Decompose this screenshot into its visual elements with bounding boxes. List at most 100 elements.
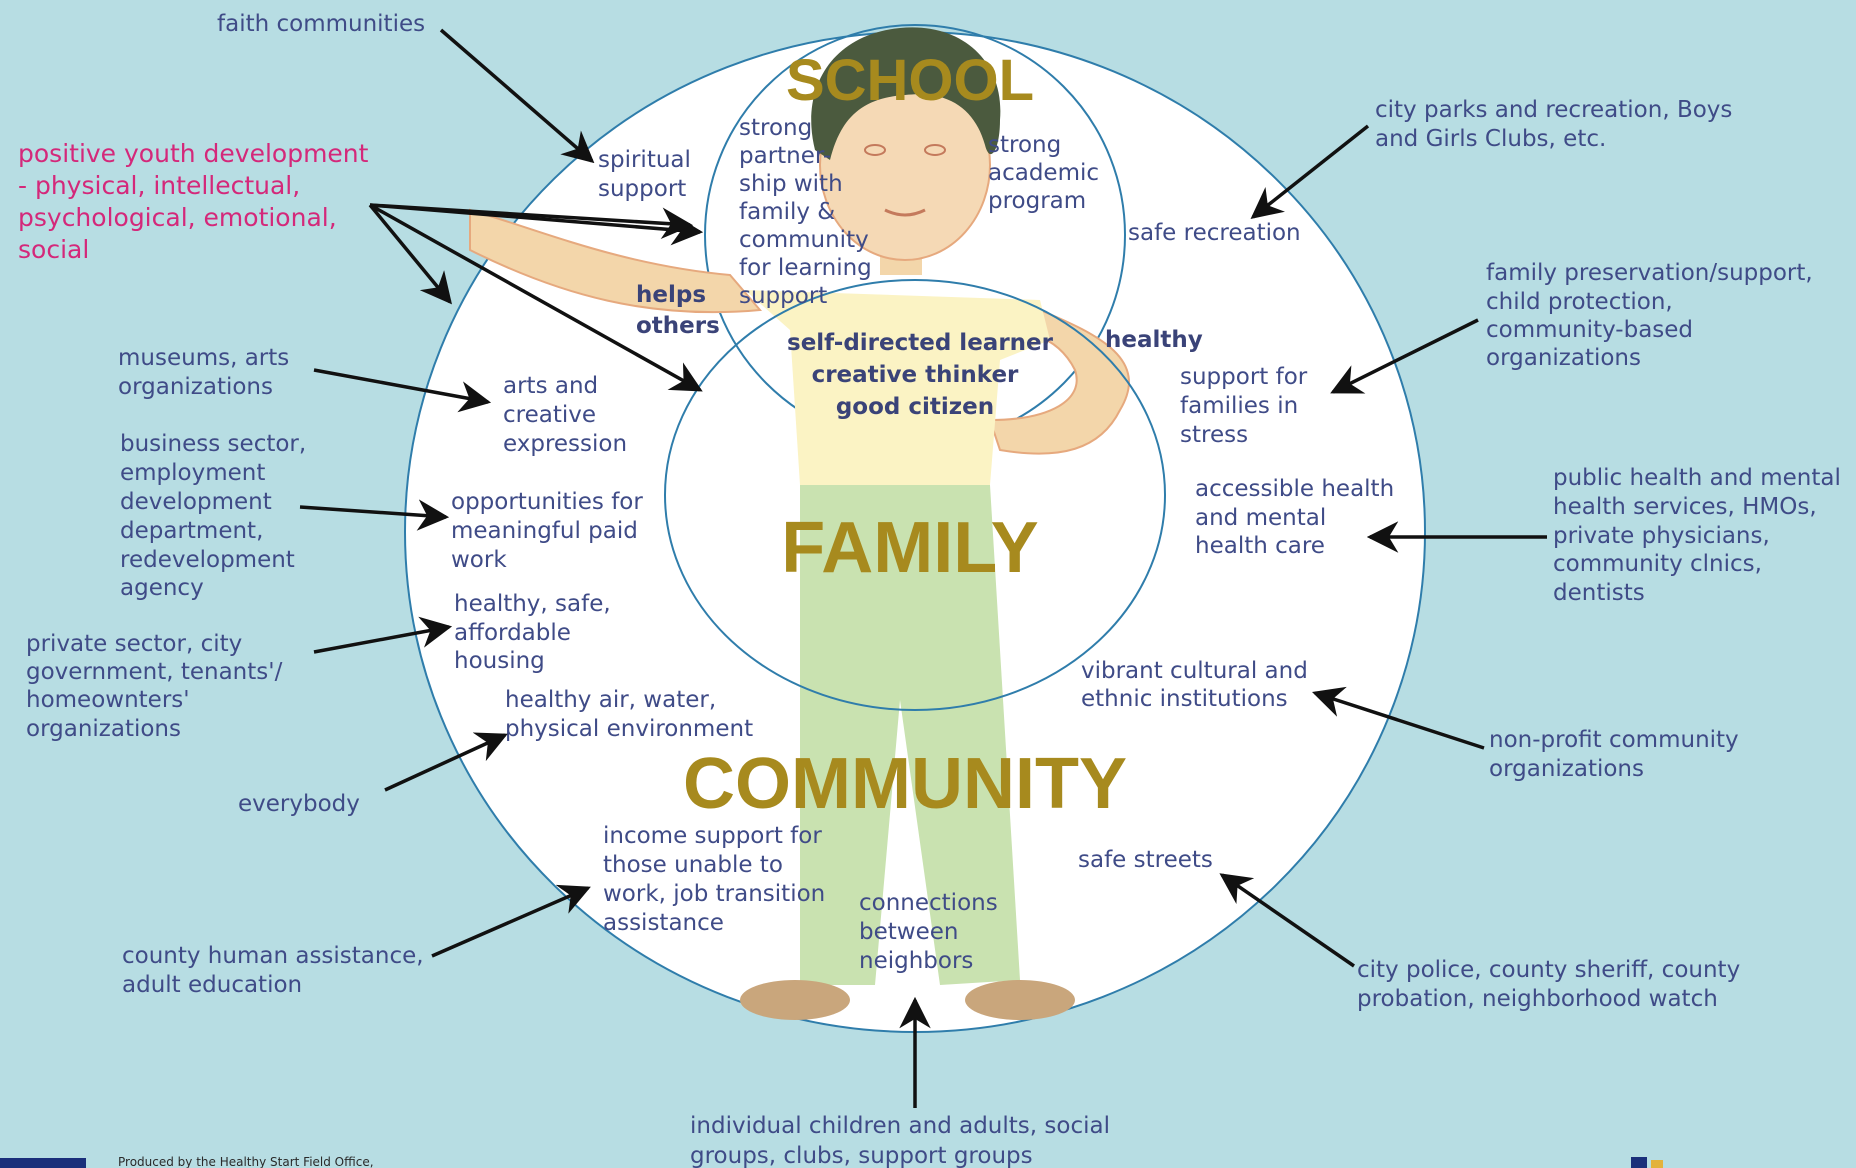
footer-logo-right bbox=[1631, 1157, 1663, 1168]
svg-text:redevelopment: redevelopment bbox=[120, 547, 295, 573]
safe-recreation-label: safe recreation bbox=[1128, 220, 1301, 246]
svg-text:ship with: ship with bbox=[739, 171, 843, 197]
svg-text:vibrant cultural and: vibrant cultural and bbox=[1081, 658, 1308, 684]
arrow-museums bbox=[313, 368, 492, 413]
svg-text:city police, county sheriff, c: city police, county sheriff, county bbox=[1357, 957, 1740, 983]
svg-text:- physical, intellectual,: - physical, intellectual, bbox=[18, 171, 300, 200]
svg-text:income support for: income support for bbox=[603, 823, 822, 849]
footer-logo-left bbox=[0, 1158, 86, 1168]
svg-text:social: social bbox=[18, 235, 89, 264]
svg-text:healthy, safe,: healthy, safe, bbox=[454, 591, 611, 617]
svg-text:connections: connections bbox=[859, 890, 998, 916]
safe-streets-label: safe streets bbox=[1078, 847, 1213, 873]
svg-text:business sector,: business sector, bbox=[120, 431, 306, 457]
footer-produced-by: Produced by the Healthy Start Field Offi… bbox=[118, 1155, 374, 1168]
arrow-family-preservation bbox=[1330, 318, 1479, 394]
svg-text:strong: strong bbox=[988, 132, 1061, 158]
arrow-youth-2 bbox=[368, 203, 453, 305]
svg-text:neighbors: neighbors bbox=[859, 948, 973, 974]
everybody-label: everybody bbox=[238, 791, 360, 817]
trait-others: others bbox=[636, 313, 720, 339]
svg-text:creative: creative bbox=[503, 402, 596, 428]
center-trait-3: good citizen bbox=[836, 394, 994, 420]
svg-text:positive youth development: positive youth development bbox=[18, 139, 369, 168]
arts-expression-label: arts and creative expression bbox=[503, 373, 627, 457]
center-trait-1: self-directed learner bbox=[787, 330, 1054, 356]
support-families-label: support for families in stress bbox=[1180, 364, 1308, 448]
svg-text:opportunities for: opportunities for bbox=[451, 489, 643, 515]
svg-text:physical environment: physical environment bbox=[505, 716, 753, 742]
nonprofit-label: non-profit community organizations bbox=[1489, 727, 1739, 782]
business-sector-label: business sector, employment development … bbox=[120, 431, 306, 601]
svg-text:family preservation/support,: family preservation/support, bbox=[1486, 260, 1813, 286]
family-heading: FAMILY bbox=[781, 508, 1038, 588]
arrow-faith bbox=[439, 28, 595, 164]
svg-text:organizations: organizations bbox=[1486, 345, 1641, 371]
svg-text:museums, arts: museums, arts bbox=[118, 345, 289, 371]
county-assistance-label: county human assistance, adult education bbox=[122, 943, 424, 998]
svg-text:employment: employment bbox=[120, 460, 265, 486]
svg-text:health services, HMOs,: health services, HMOs, bbox=[1553, 494, 1817, 520]
cultural-institutions-label: vibrant cultural and ethnic institutions bbox=[1081, 658, 1308, 712]
public-health-label: public health and mental health services… bbox=[1553, 465, 1841, 606]
svg-text:those unable to: those unable to bbox=[603, 852, 783, 878]
community-heading: COMMUNITY bbox=[683, 744, 1127, 824]
svg-text:non-profit community: non-profit community bbox=[1489, 727, 1739, 753]
income-support-label: income support for those unable to work,… bbox=[603, 823, 825, 936]
youth-development-label: positive youth development - physical, i… bbox=[18, 139, 369, 264]
arrow-private-sector bbox=[313, 616, 453, 654]
svg-text:stress: stress bbox=[1180, 422, 1248, 448]
arrow-parks bbox=[1250, 124, 1370, 219]
svg-text:child protection,: child protection, bbox=[1486, 289, 1673, 315]
svg-text:accessible health: accessible health bbox=[1195, 476, 1394, 502]
svg-text:healthy air, water,: healthy air, water, bbox=[505, 687, 716, 713]
svg-text:county human assistance,: county human assistance, bbox=[122, 943, 424, 969]
neighbor-connections-label: connections between neighbors bbox=[859, 890, 998, 974]
svg-text:families in: families in bbox=[1180, 393, 1298, 419]
arrow-nonprofit bbox=[1312, 686, 1485, 750]
svg-text:partner-: partner- bbox=[739, 143, 831, 169]
svg-text:support: support bbox=[739, 283, 827, 309]
housing-label: healthy, safe, affordable housing bbox=[454, 591, 611, 674]
paid-work-label: opportunities for meaningful paid work bbox=[451, 489, 643, 573]
svg-text:psychological, emotional,: psychological, emotional, bbox=[18, 203, 337, 232]
center-trait-2: creative thinker bbox=[812, 362, 1019, 388]
faith-communities-label: faith communities bbox=[217, 11, 425, 37]
svg-text:spiritual: spiritual bbox=[598, 147, 691, 173]
svg-text:arts and: arts and bbox=[503, 373, 598, 399]
svg-text:probation, neighborhood watch: probation, neighborhood watch bbox=[1357, 986, 1718, 1012]
svg-text:organizations: organizations bbox=[118, 374, 273, 400]
svg-text:meaningful paid: meaningful paid bbox=[451, 518, 638, 544]
trait-helps: helps bbox=[636, 282, 706, 308]
health-care-label: accessible health and mental health care bbox=[1195, 476, 1394, 559]
svg-text:organizations: organizations bbox=[26, 716, 181, 742]
arrow-youth-3 bbox=[369, 203, 703, 392]
child-figure-illustration bbox=[469, 27, 1130, 1020]
svg-text:strong: strong bbox=[739, 115, 812, 141]
svg-text:assistance: assistance bbox=[603, 910, 724, 936]
arrows bbox=[299, 28, 1547, 1108]
school-heading: SCHOOL bbox=[786, 48, 1034, 113]
svg-text:ethnic institutions: ethnic institutions bbox=[1081, 686, 1288, 712]
family-circle bbox=[664, 279, 1166, 711]
svg-text:family &: family & bbox=[739, 199, 835, 225]
svg-text:adult education: adult education bbox=[122, 972, 302, 998]
svg-text:and Girls Clubs, etc.: and Girls Clubs, etc. bbox=[1375, 126, 1606, 152]
environment-label: healthy air, water, physical environment bbox=[505, 687, 753, 742]
svg-text:health care: health care bbox=[1195, 533, 1325, 559]
arrow-everybody bbox=[384, 732, 508, 792]
svg-text:community clnics,: community clnics, bbox=[1553, 551, 1762, 577]
svg-text:support for: support for bbox=[1180, 364, 1308, 390]
svg-text:organizations: organizations bbox=[1489, 756, 1644, 782]
svg-text:dentists: dentists bbox=[1553, 580, 1645, 606]
svg-text:support: support bbox=[598, 176, 686, 202]
family-preservation-label: family preservation/support, child prote… bbox=[1486, 260, 1813, 371]
svg-text:affordable: affordable bbox=[454, 620, 571, 646]
arrow-business bbox=[299, 499, 450, 531]
private-sector-label: private sector, city government, tenants… bbox=[26, 631, 283, 742]
svg-text:housing: housing bbox=[454, 648, 545, 674]
svg-text:individual children and adults: individual children and adults, social bbox=[690, 1113, 1110, 1139]
city-parks-label: city parks and recreation, Boys and Girl… bbox=[1375, 97, 1732, 152]
svg-text:city parks and recreation, Boy: city parks and recreation, Boys bbox=[1375, 97, 1732, 123]
svg-text:groups, clubs, support groups: groups, clubs, support groups bbox=[690, 1143, 1033, 1168]
